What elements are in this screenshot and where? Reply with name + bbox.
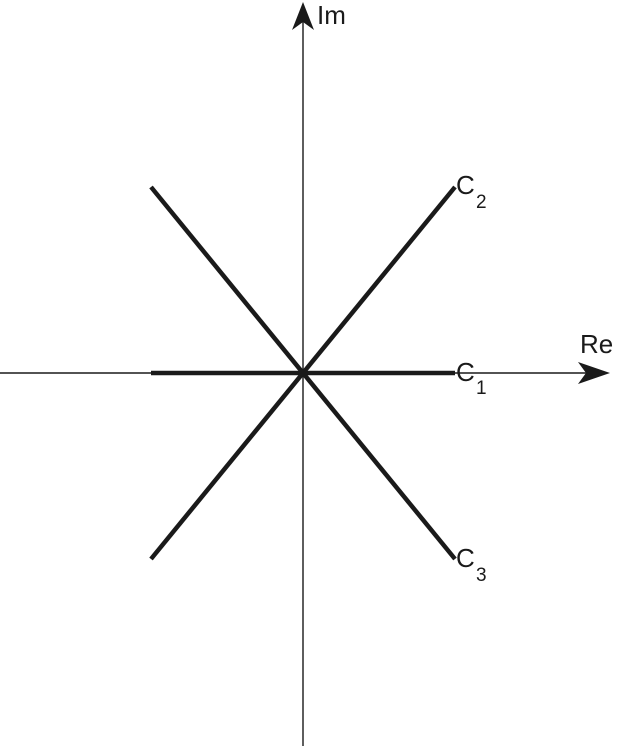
real-axis-label: Re (580, 329, 613, 359)
imaginary-axis-label: Im (317, 0, 346, 30)
contour-c2-subscript: 2 (476, 192, 487, 213)
contour-c3-line (149, 185, 457, 561)
contour-c2-letter: C (456, 170, 475, 200)
contour-c3-label: C 3 (456, 543, 487, 586)
real-axis-arrow-icon (578, 362, 610, 384)
contour-c1-letter: C (456, 357, 475, 387)
contour-c3-letter: C (456, 543, 475, 573)
imaginary-axis-arrow-icon (292, 2, 314, 30)
contour-c1-label: C 1 (456, 357, 487, 399)
contour-c3-subscript: 3 (476, 565, 487, 586)
contour-c2-label: C 2 (456, 170, 487, 213)
contour-c1-subscript: 1 (476, 378, 487, 399)
